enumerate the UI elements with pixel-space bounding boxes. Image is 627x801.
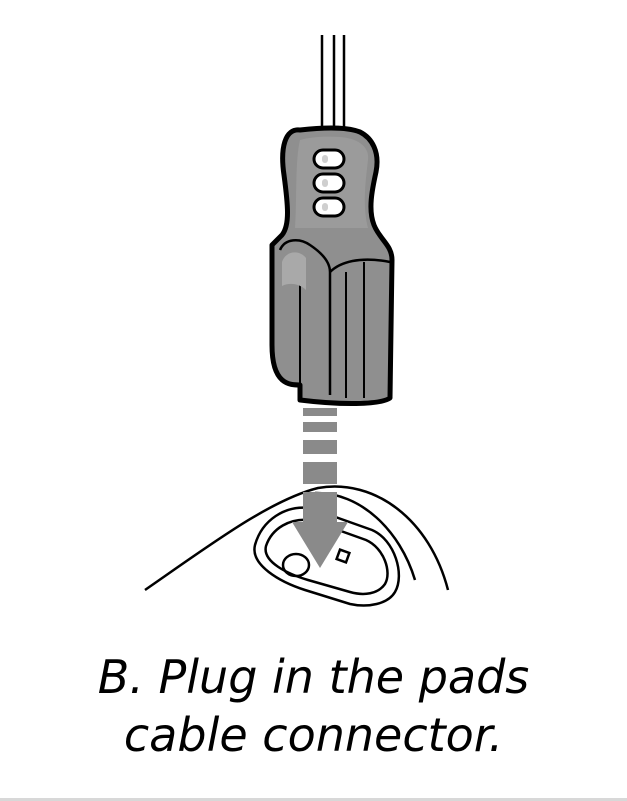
instruction-caption: B. Plug in the pads cable connector. <box>0 648 627 764</box>
device-base <box>144 485 450 607</box>
cable-wires <box>320 35 346 140</box>
caption-line-2: cable connector. <box>123 708 504 762</box>
insert-arrow <box>292 408 348 568</box>
cable-connector <box>269 125 395 406</box>
grip-ridges <box>312 148 346 218</box>
bottom-divider <box>0 798 627 801</box>
caption-line-1: B. Plug in the pads <box>97 650 530 704</box>
